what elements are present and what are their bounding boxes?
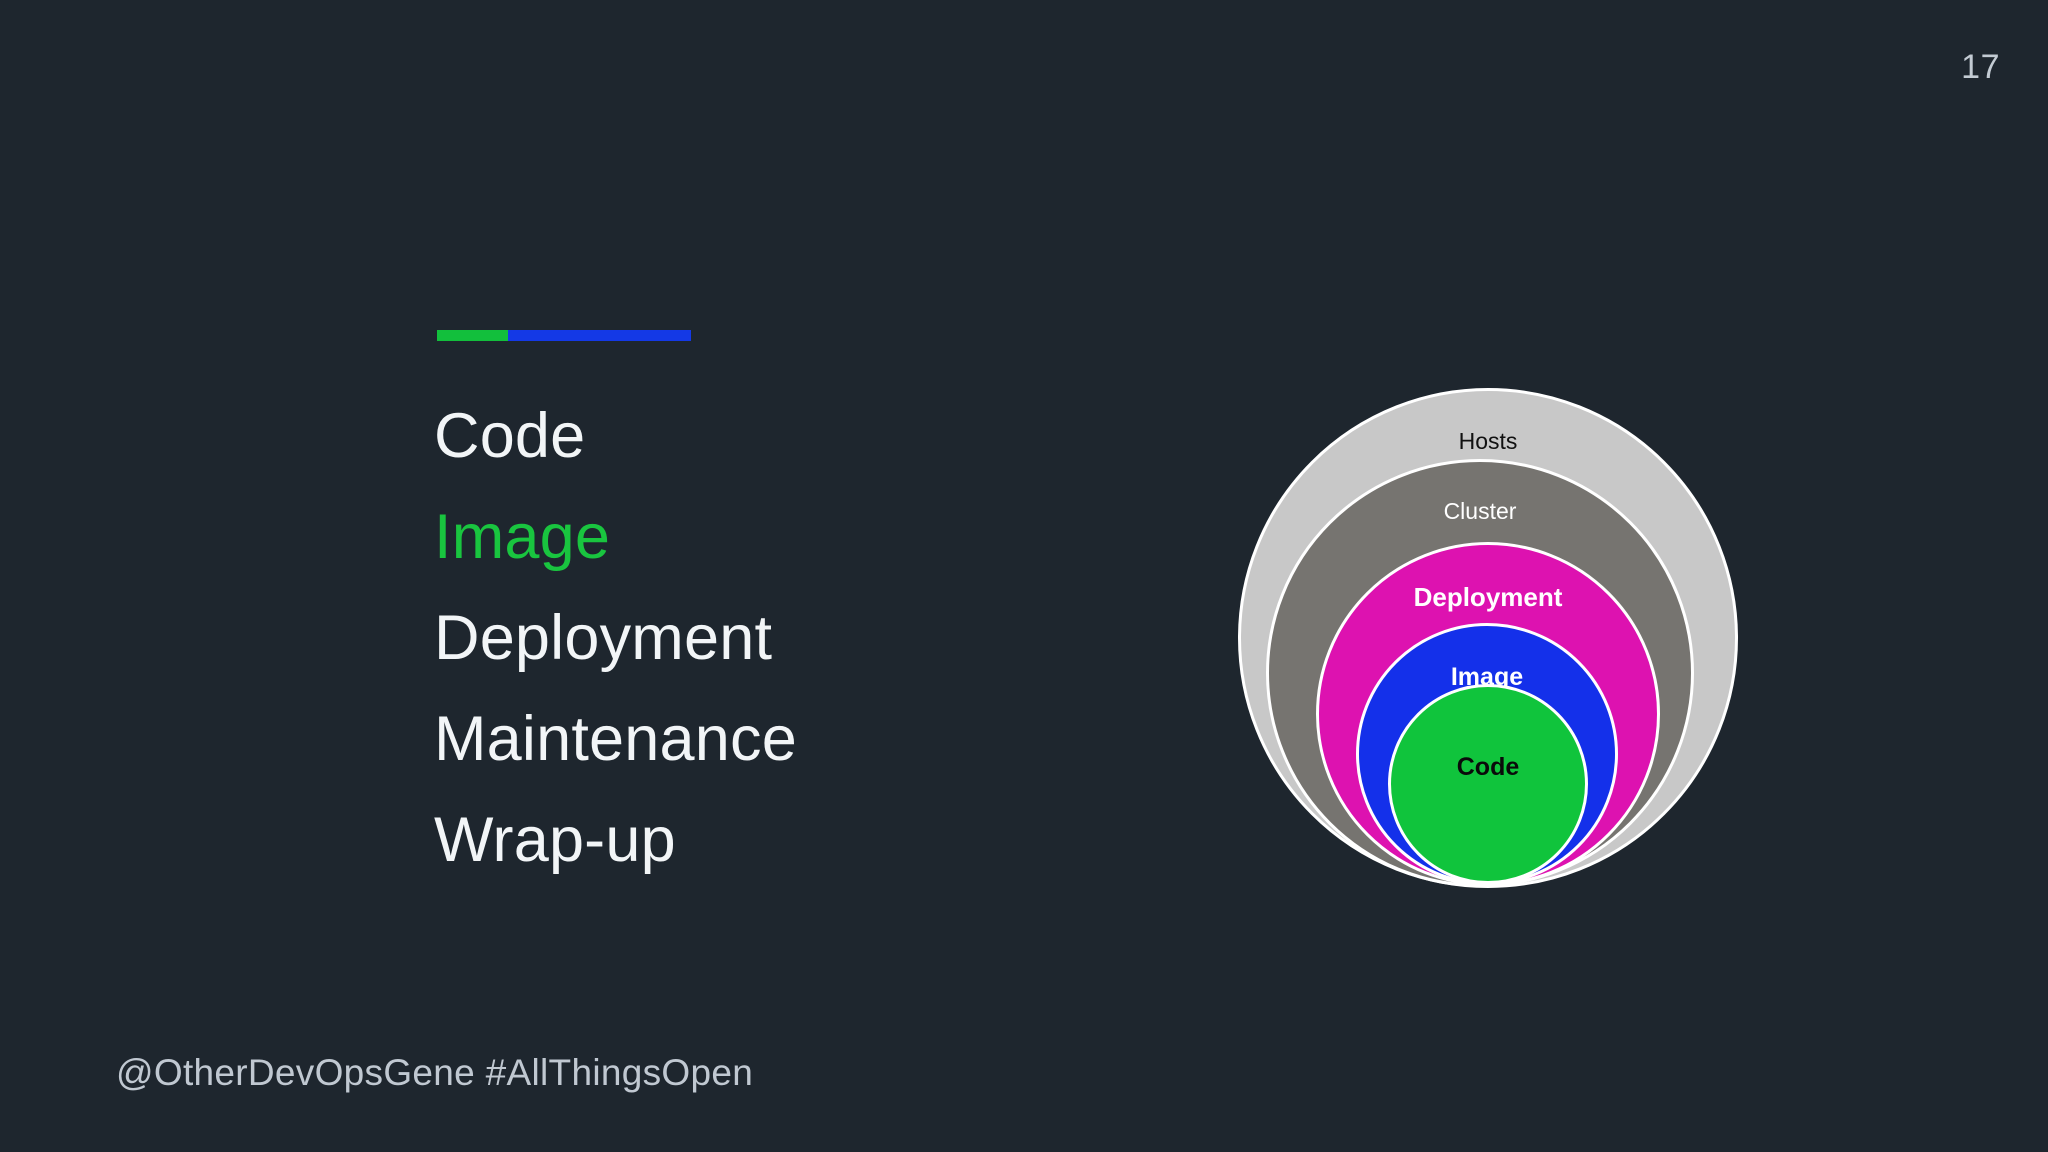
footer-handle-text: @OtherDevOpsGene #AllThingsOpen [116,1052,754,1093]
accent-rule-green-segment [437,330,509,341]
agenda-item-wrap-up[interactable]: Wrap-up [434,805,676,875]
ring-deployment-label: Deployment [1413,582,1563,612]
page-number: 17 [1961,48,2000,86]
agenda-list: Code Image Deployment Maintenance Wrap-u… [434,405,1054,910]
ring-cluster-label: Cluster [1443,498,1517,524]
ring-hosts-label: Hosts [1458,428,1518,454]
agenda-item-code[interactable]: Code [434,401,586,471]
accent-rule-blue-segment [508,330,691,341]
agenda-item-deployment[interactable]: Deployment [434,603,773,673]
accent-rule [437,330,691,341]
agenda-item-maintenance[interactable]: Maintenance [434,704,797,774]
nested-layers-diagram: Hosts Cluster Deployment Image Code [1230,368,1750,888]
agenda-item-image[interactable]: Image [434,502,611,572]
ring-code: Code [1388,684,1588,884]
ring-code-label: Code [1456,753,1520,781]
